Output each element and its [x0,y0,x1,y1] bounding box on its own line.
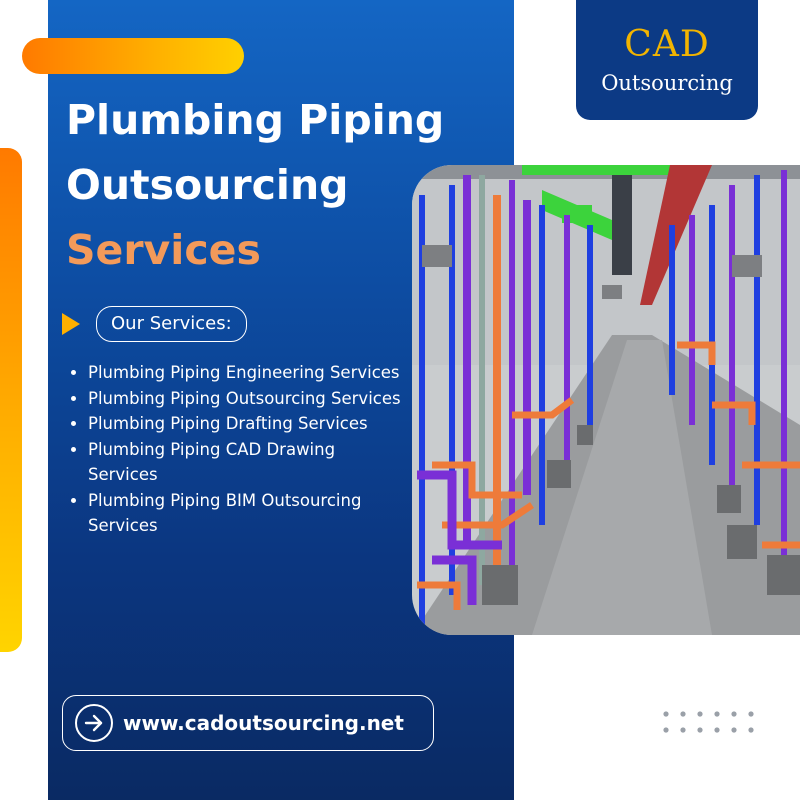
title-line-3: Services [66,226,261,274]
logo-sub-text: Outsourcing [601,70,733,95]
title-line-2: Outsourcing [66,161,349,209]
list-item: Plumbing Piping CAD Drawing Services [88,437,408,488]
orange-decorative-pill [22,38,244,74]
title-line-1: Plumbing Piping [66,96,445,144]
list-item: Plumbing Piping Drafting Services [88,411,408,437]
list-item: Plumbing Piping BIM Outsourcing Services [88,488,408,539]
play-triangle-icon [62,313,80,335]
left-orange-accent-bar [0,148,22,652]
services-heading: Our Services: [62,306,247,342]
website-url: www.cadoutsourcing.net [123,711,404,735]
piping-model-image [412,165,800,635]
page-title: Plumbing Piping Outsourcing Services [66,88,506,283]
website-link[interactable]: www.cadoutsourcing.net [62,695,434,751]
list-item: Plumbing Piping Outsourcing Services [88,386,408,412]
arrow-right-icon [75,704,113,742]
logo-main-text: CAD [624,23,710,65]
decorative-dot-grid [663,711,754,733]
company-logo[interactable]: CAD Outsourcing [576,0,758,120]
list-item: Plumbing Piping Engineering Services [88,360,408,386]
services-list: Plumbing Piping Engineering Services Plu… [70,360,408,539]
services-label: Our Services: [96,306,247,342]
